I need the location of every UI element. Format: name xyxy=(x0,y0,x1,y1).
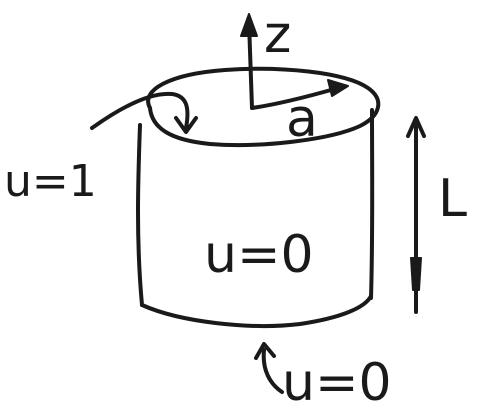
bottom-boundary-arrow xyxy=(261,348,284,394)
cylinder-top-ellipse xyxy=(146,66,381,148)
height-bottom-marker xyxy=(410,257,422,291)
top-boundary-arrow xyxy=(90,91,190,130)
height-top-arrowhead xyxy=(406,116,426,138)
cylinder-right-side xyxy=(369,108,375,300)
top-condition-label: u=1 xyxy=(4,156,97,207)
cylinder-bottom-curve xyxy=(140,294,373,328)
radius-line xyxy=(250,86,340,110)
cylinder-left-side xyxy=(136,123,144,307)
top-boundary-arrowhead xyxy=(174,116,198,134)
radius-label: a xyxy=(286,89,318,149)
height-label: L xyxy=(438,169,467,229)
bottom-condition-label: u=0 xyxy=(282,353,392,410)
z-axis-label: z xyxy=(264,5,291,65)
side-condition-label: u=0 xyxy=(204,225,314,285)
radius-arrowhead xyxy=(327,79,349,97)
bottom-boundary-arrowhead xyxy=(254,342,276,360)
z-axis-arrowhead xyxy=(240,13,258,37)
